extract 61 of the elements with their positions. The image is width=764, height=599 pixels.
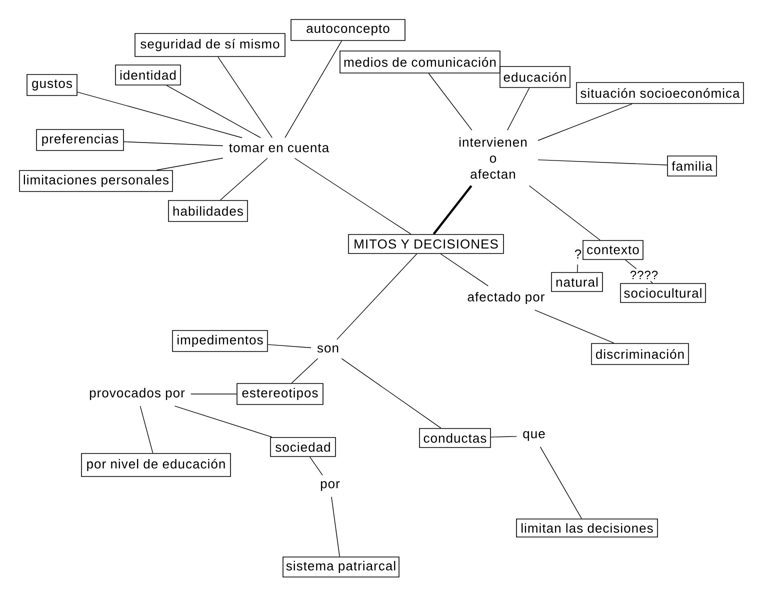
linking-phrase: por (320, 481, 340, 491)
connector-line (528, 185, 600, 240)
connector-line (624, 260, 637, 270)
connector-line (490, 436, 517, 438)
connector-line (218, 56, 272, 138)
concept-box: identidad (115, 64, 181, 86)
connector-line (538, 104, 632, 141)
connector-line (341, 358, 442, 428)
connector-line (310, 456, 323, 476)
connector-line (291, 358, 318, 384)
concept-box: limitan las decisiones (516, 518, 658, 538)
connector-line (440, 254, 488, 286)
connector-line (124, 141, 224, 146)
connector-line (534, 310, 614, 344)
concept-box: por nivel de educación (81, 453, 231, 477)
concept-box: gustos (26, 74, 78, 96)
connector-line (140, 406, 154, 454)
concept-box: familia (667, 156, 717, 176)
linking-phrase: son (317, 345, 338, 353)
concept-box: conductas (419, 428, 491, 448)
concept-box: natural (551, 272, 603, 292)
connector-line (538, 159, 668, 166)
concept-box: situación socioeconómica (576, 82, 744, 104)
connector-line (336, 254, 418, 340)
linking-phrase: que (523, 431, 545, 441)
concept-box: MITOS Y DECISIONES (348, 234, 504, 254)
concept-box: sistema patriarcal (282, 556, 400, 578)
linking-phrase: intervienen o afectan (459, 137, 527, 179)
concept-box: discriminación (591, 343, 689, 365)
connector-line (540, 446, 582, 519)
concept-box: medios de comunicación (340, 50, 500, 74)
connector-line (432, 185, 472, 235)
concept-box: habilidades (168, 200, 248, 222)
concept-box: contexto (582, 240, 644, 260)
connector-line (166, 85, 261, 138)
connector-line (294, 158, 412, 234)
concept-box: impedimentos (172, 330, 268, 352)
linking-phrase: ???? (630, 270, 658, 280)
connector-line (174, 406, 272, 438)
connector-line (331, 496, 340, 557)
linking-phrase: ? (574, 249, 582, 259)
connector-line (156, 158, 224, 170)
concept-box: preferencias (36, 129, 124, 151)
concept-box: autoconcepto (290, 19, 406, 41)
connector-line (220, 158, 268, 200)
linking-phrase: afectado por (468, 292, 544, 304)
connector-line (284, 40, 342, 138)
connector-line (577, 264, 578, 272)
connector-line (650, 280, 653, 284)
concept-box: estereotipos (236, 383, 324, 405)
concept-box: sociocultural (620, 283, 706, 303)
concept-box: seguridad de sí mismo (134, 33, 286, 57)
connector-line (507, 88, 530, 131)
concept-box: limitaciones personales (19, 170, 173, 192)
connector-line (428, 73, 472, 131)
linking-phrase: tomar en cuenta (229, 144, 330, 152)
concept-box: educación (500, 66, 570, 88)
connector-line (268, 344, 312, 348)
connector-line (77, 92, 242, 138)
linking-phrase: provocados por (90, 388, 185, 400)
concept-box: sociedad (270, 437, 336, 457)
